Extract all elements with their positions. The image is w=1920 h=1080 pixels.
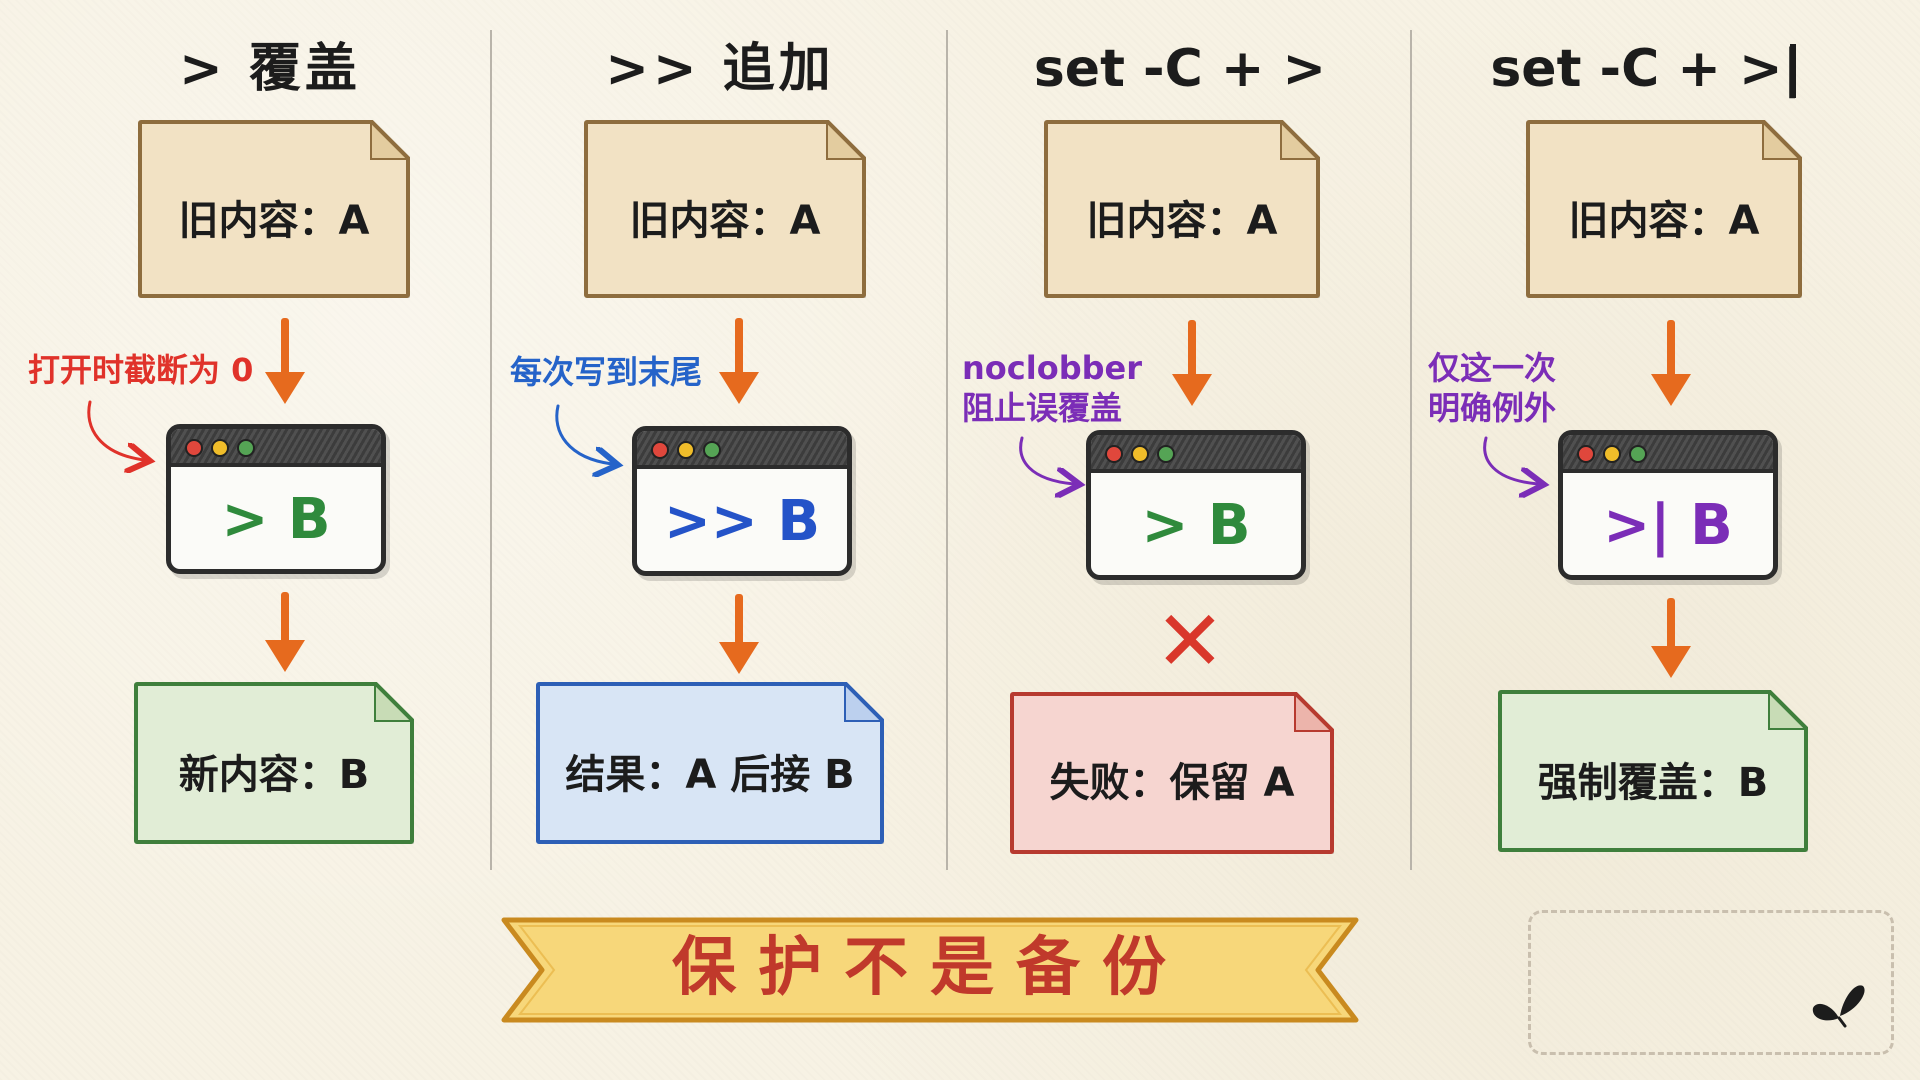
page-fold-icon [1768,690,1808,730]
old-content-label: 旧内容：A [1086,198,1278,244]
result-file [536,682,884,844]
watermark-box [1528,910,1894,1055]
column-title: set -C + >| [1490,39,1802,99]
page-fold-icon [826,120,866,160]
terminal-command: >| B [1603,493,1733,558]
note-append: 每次写到末尾 [510,352,702,392]
page-fold-icon [1280,120,1320,160]
down-arrow-icon [265,318,305,404]
terminal-command: > B [221,487,331,552]
old-content-file [1044,120,1320,298]
column-title: set -C + > [1033,39,1327,99]
curved-pointer-icon [1483,436,1556,502]
note-line: noclobber [962,349,1142,387]
text-cursor-icon [1790,44,1796,98]
note-noclobber: noclobber 阻止误覆盖 [962,348,1142,428]
column-title: > 覆盖 [179,39,361,99]
result-file [134,682,414,844]
close-dot-icon [185,439,203,457]
maximize-dot-icon [1629,445,1647,463]
ribbon-shape [501,917,1359,1023]
column-divider-1 [490,30,492,870]
column-divider-2 [946,30,948,870]
result-label: 新内容：B [178,752,370,798]
result-label: 结果：A 后接 B [565,752,855,798]
old-content-file [138,120,410,298]
close-dot-icon [651,441,669,459]
column-title: >> 追加 [605,39,835,99]
terminal-command: >> B [663,489,821,554]
minimize-dot-icon [211,439,229,457]
note-exception: 仅这一次 明确例外 [1428,348,1556,428]
minimize-dot-icon [1603,445,1621,463]
old-content-file [1526,120,1802,298]
note-line: 阻止误覆盖 [962,389,1123,427]
page-fold-icon [1762,120,1802,160]
terminal-title-bar [171,429,381,467]
note-line: 打开时截断为 0 [28,351,254,389]
page-fold-icon [374,682,414,722]
terminal-window: >| B [1558,430,1778,580]
result-file [1498,690,1808,852]
curved-pointer-icon [1019,436,1092,502]
curved-pointer-icon [87,400,160,478]
result-file [1010,692,1334,854]
page-fold-icon [844,682,884,722]
terminal-title-bar [637,431,847,469]
cross-icon: ✕ [1154,592,1226,690]
butterfly-icon [1812,985,1865,1028]
minimize-dot-icon [677,441,695,459]
note-line: 仅这一次 [1428,349,1557,387]
banner-text: 保护不是备份 [672,931,1188,1005]
column-divider-3 [1410,30,1412,870]
terminal-title-bar [1091,435,1301,473]
result-label: 失败：保留 A [1049,760,1295,806]
page-fold-icon [1294,692,1334,732]
terminal-title-bar [1563,435,1773,473]
close-dot-icon [1105,445,1123,463]
close-dot-icon [1577,445,1595,463]
down-arrow-icon [265,592,305,672]
maximize-dot-icon [703,441,721,459]
terminal-window: > B [166,424,386,574]
maximize-dot-icon [237,439,255,457]
old-content-file [584,120,866,298]
down-arrow-icon [719,318,759,404]
down-arrow-icon [1172,320,1212,406]
old-content-label: 旧内容：A [1568,198,1760,244]
note-truncate: 打开时截断为 0 [28,350,253,390]
note-line: 明确例外 [1428,389,1557,427]
note-line: 每次写到末尾 [510,353,703,391]
terminal-window: >> B [632,426,852,576]
result-label: 强制覆盖：B [1537,760,1769,806]
down-arrow-icon [1651,598,1691,678]
curved-pointer-icon [555,404,628,482]
old-content-label: 旧内容：A [178,198,370,244]
terminal-window: > B [1086,430,1306,580]
old-content-label: 旧内容：A [629,198,821,244]
summary-banner: 保护不是备份 [500,910,1360,1030]
terminal-command: > B [1141,493,1251,558]
minimize-dot-icon [1131,445,1149,463]
down-arrow-icon [1651,320,1691,406]
down-arrow-icon [719,594,759,674]
page-fold-icon [370,120,410,160]
maximize-dot-icon [1157,445,1175,463]
